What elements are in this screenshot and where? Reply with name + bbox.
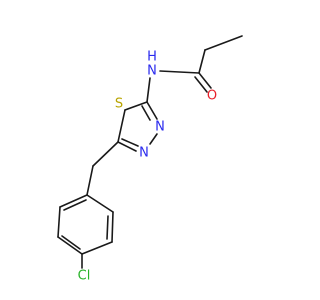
bond-ar-1 [86,194,114,213]
bond-ar-inner-3 [63,199,87,211]
carbonyl-oxygen-label: O [207,89,217,104]
bond-ar-inner-2 [61,235,81,250]
amide-hydrogen-atom: H [147,50,157,65]
amide-nitrogen-atom: N [147,64,157,79]
bond-c2-n3-1 [146,101,158,120]
bonds [57,35,243,269]
amide-hydrogen-label: H [147,50,157,65]
atom-labels: N H O S N N Cl [78,50,217,284]
bond-ch3-ch2 [204,35,243,51]
chlorine-atom: Cl [78,269,91,284]
bond-n-c2 [146,77,151,103]
ring-nitrogen-4-label: N [139,146,149,161]
bond-ar-inner-1 [106,215,109,240]
bond-ar-6 [59,194,88,208]
bond-ar-5 [57,206,61,238]
bond-n4-c5-2 [121,138,139,147]
bond-carbonyl-o-2 [194,76,208,93]
bond-n3-n4 [149,133,158,145]
chlorine-label: Cl [78,269,91,284]
ring-nitrogen-3-atom: N [155,120,165,135]
bond-ar-2 [111,211,114,243]
bond-c5-ch2 [92,141,119,167]
ring-nitrogen-4-atom: N [139,146,149,161]
bond-ch2-carbonyl [198,49,206,74]
carbonyl-oxygen-atom: O [207,89,217,104]
bond-n4-c5-1 [117,141,137,152]
bond-s1-c5 [117,109,126,143]
bond-ar-3 [81,241,113,255]
ring-nitrogen-3-label: N [155,120,165,135]
molecule-structure: N H O S N N Cl [57,35,243,284]
ring-sulfur-label: S [115,97,123,112]
bond-ch2-ring [86,165,94,196]
ring-sulfur-atom: S [115,97,123,112]
bond-carbonyl-o-1 [198,72,212,89]
amide-nitrogen-label: N [147,64,157,79]
bond-c2-n3-2 [141,105,151,121]
bond-ar-4 [57,236,83,255]
bond-carbonyl-n [159,70,200,74]
bond-c2-s1 [124,101,148,111]
